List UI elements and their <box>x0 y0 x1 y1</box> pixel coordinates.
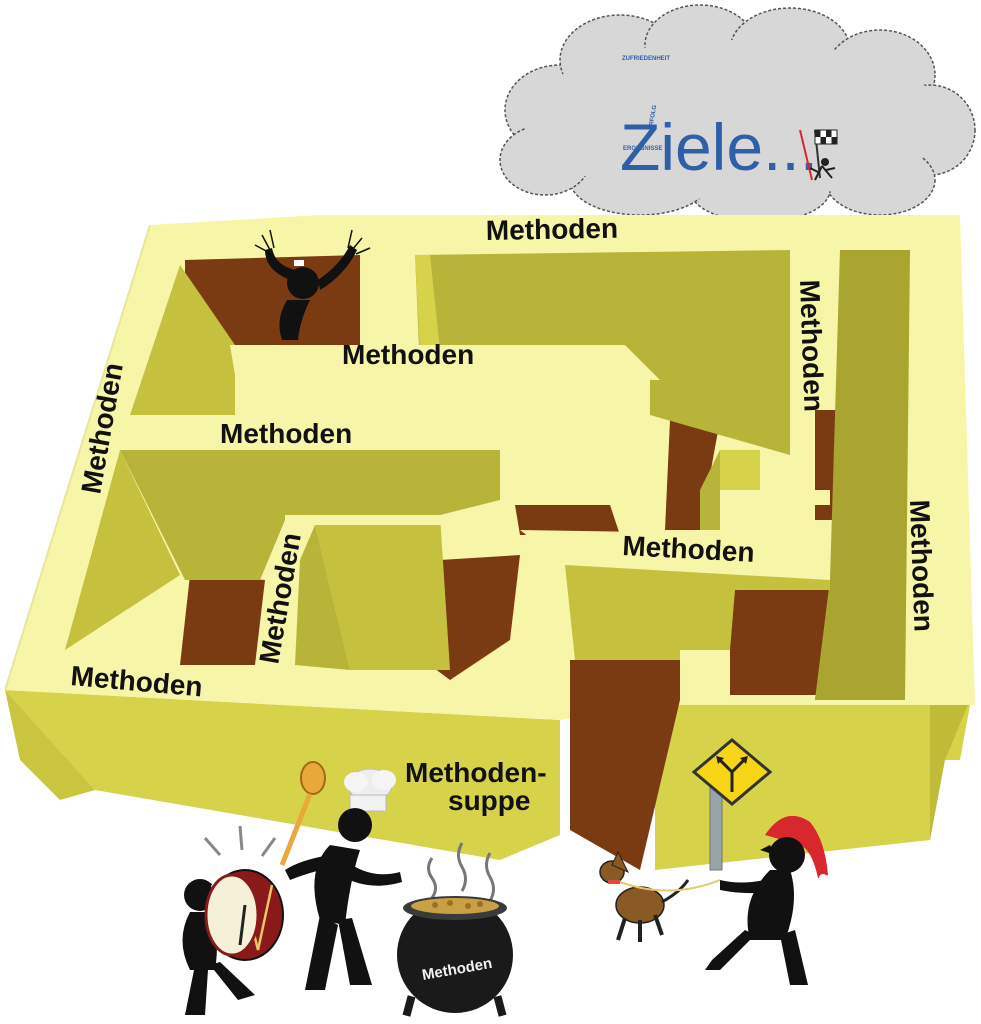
cooking-pot-icon: Methoden <box>397 896 513 1017</box>
cloud-title: Ziele... <box>620 110 818 184</box>
soup-label-line1: Methoden- <box>405 757 547 788</box>
wall-label-right: Methoden <box>904 499 940 632</box>
chef-figure-icon <box>279 761 402 990</box>
cloud-word-zufriedenheit: ZUFRIEDENHEIT <box>622 56 670 62</box>
road-sign-icon <box>691 738 773 871</box>
wall-label-center-right: Methoden <box>622 530 756 568</box>
cloud-text: Ziele... ZUFRIEDENHEIT ERFOLG ERGEBNISSE <box>620 56 818 184</box>
cloud-icon <box>499 4 976 223</box>
wall-label-right-upper: Methoden <box>794 279 830 412</box>
wall-label-middle: Methoden <box>220 418 352 449</box>
red-cap-icon <box>765 815 828 882</box>
cloud-word-erfolg: ERFOLG <box>648 104 658 130</box>
soup-label-line2: suppe <box>448 785 530 816</box>
wooden-spoon-icon <box>279 761 326 866</box>
chef-hat-icon <box>344 768 396 812</box>
drummer-figure-icon <box>182 825 284 1015</box>
frustrated-figure-icon <box>254 229 371 340</box>
wall-label-top: Methoden <box>486 213 619 246</box>
cloud-word-ergebnisse: ERGEBNISSE <box>623 146 662 152</box>
dog-icon <box>599 850 721 942</box>
wall-label-upper-middle: Methoden <box>342 339 474 370</box>
walker-figure-icon <box>705 815 828 985</box>
steam-icon <box>427 842 495 902</box>
checkered-flag-icon <box>799 129 838 181</box>
